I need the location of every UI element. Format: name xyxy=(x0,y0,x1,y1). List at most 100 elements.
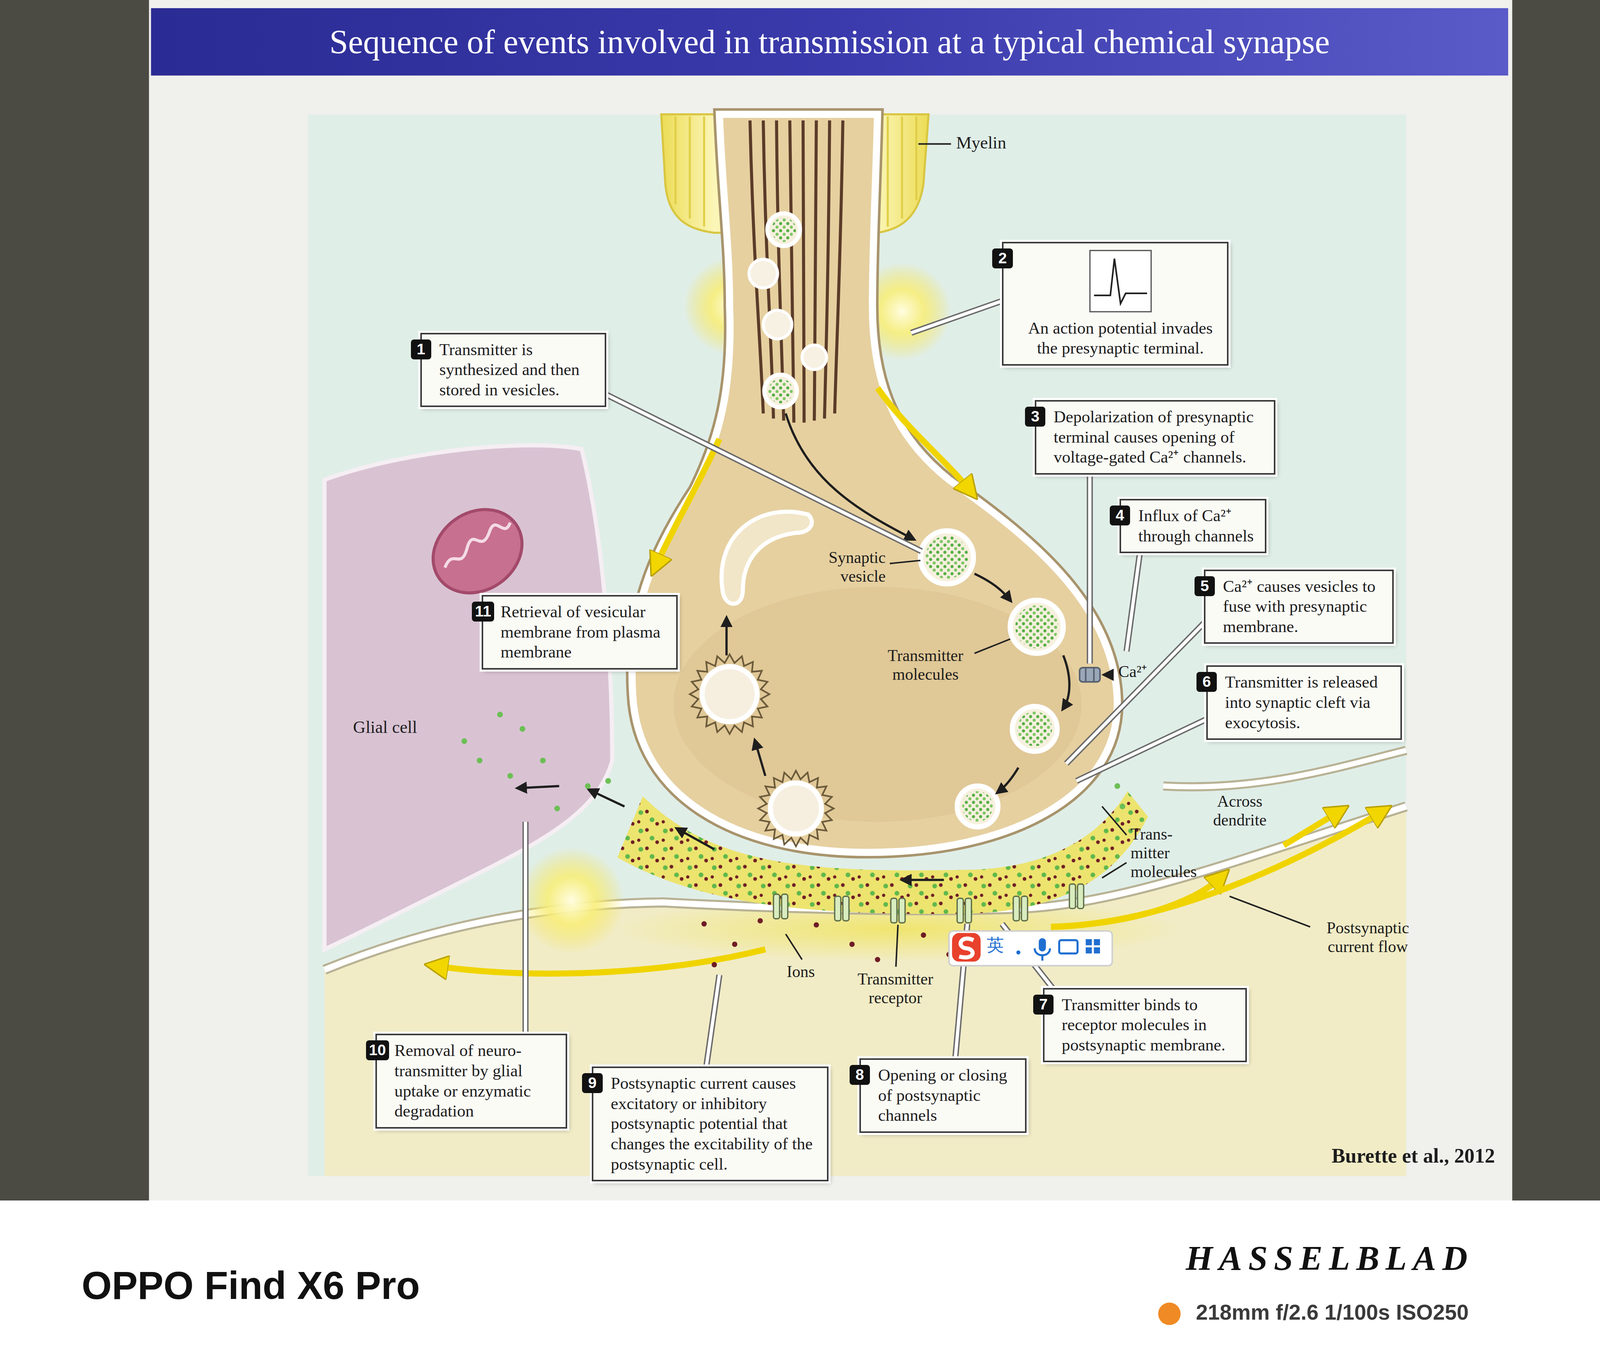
label-holder: 218mm f/2.6 1/100s ISO250 xyxy=(1196,1300,1469,1325)
figure-label: Burette et al., 2012 xyxy=(1331,1143,1495,1168)
microtubules xyxy=(814,120,817,421)
microtubules xyxy=(803,120,805,423)
current-arrow xyxy=(655,439,720,568)
figure-label: 英 xyxy=(986,934,1004,955)
synaptic-vesicle xyxy=(771,217,797,243)
vesicle-path-arrow xyxy=(518,785,559,788)
transmitter-dot xyxy=(461,711,1126,812)
synaptic-vesicle xyxy=(1012,706,1058,752)
transmitter-dot xyxy=(476,757,483,764)
synaptic-vesicle xyxy=(1017,711,1052,747)
synaptic-vesicle xyxy=(748,259,778,288)
callout-content: Removal of neuro- transmitter by glial u… xyxy=(376,1035,566,1127)
figure-label: Glial cell xyxy=(353,717,418,738)
synaptic-vesicle xyxy=(767,213,800,247)
label-holder: Myelin xyxy=(956,132,1007,153)
figure-label: Myelin xyxy=(956,132,1007,153)
postsynaptic-dendrite xyxy=(324,806,1407,1176)
calcium-channel xyxy=(1079,667,1100,683)
callout-number: 1 xyxy=(410,339,432,360)
presynaptic-terminal xyxy=(632,114,1118,853)
transmitter-dot xyxy=(605,778,612,784)
callout-text: Postsynaptic current causes excitatory o… xyxy=(610,1073,820,1175)
camera-dot xyxy=(1158,1302,1181,1325)
callout-content: Influx of Ca²⁺ through channels xyxy=(1121,500,1265,552)
callout-box: 3Depolarization of presynaptic terminal … xyxy=(1034,400,1276,475)
postsynaptic-dendrite xyxy=(1163,750,1407,787)
synaptic-vesicle xyxy=(763,310,792,339)
title-bar xyxy=(151,8,1509,76)
callout-text: Retrieval of vesicular membrane from pla… xyxy=(500,601,669,663)
callout-box: 8Opening or closing of postsynaptic chan… xyxy=(859,1058,1027,1133)
vesicle-path-arrow xyxy=(974,573,1011,601)
transmitter-dot xyxy=(554,805,561,812)
action-potential-icon xyxy=(1089,250,1152,312)
title-bar xyxy=(151,8,1509,76)
figure-label: 218mm f/2.6 1/100s ISO250 xyxy=(1196,1300,1469,1325)
figure-panel xyxy=(308,114,1407,1177)
callout-number: 6 xyxy=(1196,671,1217,692)
synaptic-vesicle xyxy=(1015,605,1059,649)
callout-text: Removal of neuro- transmitter by glial u… xyxy=(394,1040,559,1122)
vesicle-path-arrow xyxy=(677,828,715,850)
endosome xyxy=(721,511,812,604)
action-potential-icon xyxy=(1087,248,1154,314)
callout-content: Transmitter binds to receptor molecules … xyxy=(1044,989,1246,1061)
label-holder: Postsynaptic current flow xyxy=(1314,918,1422,956)
callout-text: An action potential invades the presynap… xyxy=(1021,317,1220,359)
label-holder: HASSELBLAD xyxy=(1185,1237,1474,1278)
ime-toolbar xyxy=(951,932,981,962)
presynaptic-terminal xyxy=(632,114,1118,853)
callout-content: Transmitter is released into synaptic cl… xyxy=(1207,666,1401,738)
figure-label: Across dendrite xyxy=(1203,791,1276,830)
ime-toolbar xyxy=(1093,939,1100,946)
synaptic-vesicle xyxy=(957,785,998,827)
transmitter-dot xyxy=(1114,783,1121,790)
transmitter-receptor xyxy=(773,883,1084,923)
leader-line xyxy=(785,143,1311,967)
ion-dot xyxy=(849,941,855,947)
label-holder: Ca²⁺ xyxy=(1118,662,1147,681)
ion-dot xyxy=(732,941,738,947)
vesicle-path-arrow xyxy=(725,618,728,656)
transmitter-receptor xyxy=(1021,896,1028,921)
ime-toolbar xyxy=(1038,937,1046,952)
calcium-channel xyxy=(1079,667,1114,683)
clathrin-coat xyxy=(689,654,770,734)
vesicle-path-arrow xyxy=(755,741,766,776)
postsynaptic-dendrite xyxy=(1163,750,1407,787)
mitochondrion xyxy=(444,522,511,568)
label-holder: Trans- mitter molecules xyxy=(1130,824,1202,881)
callout-content: Opening or closing of postsynaptic chann… xyxy=(860,1059,1025,1131)
label-holder: Synaptic vesicle xyxy=(814,548,886,586)
callout-box: 11Retrieval of vesicular membrane from p… xyxy=(481,594,678,670)
transmitter-receptor xyxy=(842,896,850,921)
figure-label: HASSELBLAD xyxy=(1185,1237,1474,1278)
transmitter-dot xyxy=(461,738,468,745)
synaptic-vesicle xyxy=(801,344,827,370)
transmitter-dot xyxy=(539,757,546,764)
callout-box: 9Postsynaptic current causes excitatory … xyxy=(591,1066,829,1182)
vesicle-path-arrow xyxy=(1063,655,1070,709)
figure-label: Trans- mitter molecules xyxy=(1130,824,1202,881)
vesicle-path-arrow xyxy=(903,878,944,882)
synaptic-vesicle xyxy=(770,782,822,834)
callout-content: Ca²⁺ causes vesicles to fuse with presyn… xyxy=(1205,571,1393,642)
synaptic-vesicle xyxy=(925,535,969,579)
ime-toolbar xyxy=(959,938,974,958)
presynaptic-terminal xyxy=(632,114,1118,853)
ime-toolbar xyxy=(1093,947,1100,954)
transmitter-receptor xyxy=(957,898,964,924)
ime-toolbar xyxy=(1034,948,1050,961)
transmitter-receptor xyxy=(1077,883,1084,909)
transmitter-dot xyxy=(1119,803,1126,810)
transmitter-receptor xyxy=(1069,883,1076,909)
callout-number: 3 xyxy=(1025,406,1046,427)
ime-toolbar xyxy=(1085,939,1092,946)
action-potential-trace xyxy=(1093,258,1147,304)
presynaptic-terminal xyxy=(673,587,1082,822)
photo-background xyxy=(148,0,1513,1201)
